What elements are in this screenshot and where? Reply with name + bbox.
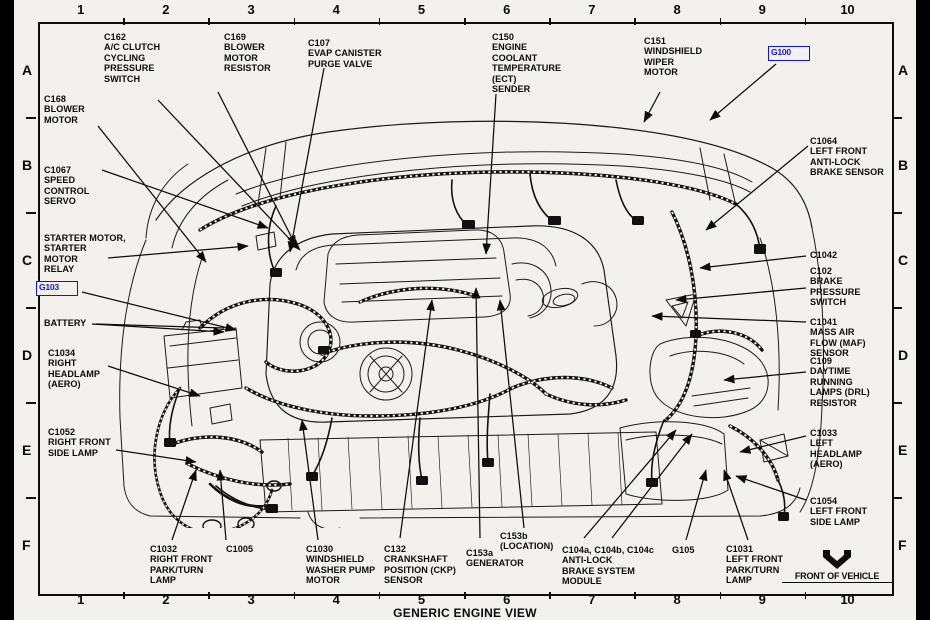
callout-label-c153b[interactable]: C153b (LOCATION) [500,531,554,552]
callout-label-starter[interactable]: STARTER MOTOR, STARTER MOTOR RELAY [44,233,126,275]
callout-label-c104[interactable]: C104a, C104b, C104c ANTI-LOCK BRAKE SYST… [562,545,654,587]
row-marker-F: F [22,536,31,553]
column-marker-8: 8 [673,592,681,607]
column-marker-8: 8 [673,2,681,17]
row-tick [892,402,902,404]
column-marker-7: 7 [588,2,596,17]
column-marker-4: 4 [332,592,340,607]
row-marker-D: D [22,346,33,363]
row-tick [26,117,36,119]
row-tick [892,307,902,309]
column-tick [378,18,381,25]
row-marker-B: B [898,156,909,173]
column-marker-2: 2 [162,2,170,17]
callout-label-c1030[interactable]: C1030 WINDSHIELD WASHER PUMP MOTOR [306,544,376,586]
callout-label-c1042[interactable]: C1042 [810,250,838,260]
engine-bay-illustration [119,120,825,528]
column-tick [549,18,551,25]
row-marker-A: A [898,61,909,78]
row-marker-C: C [898,251,909,268]
callout-label-c153a[interactable]: C153a GENERATOR [466,548,524,569]
callout-label-c1064[interactable]: C1064 LEFT FRONT ANTI-LOCK BRAKE SENSOR [810,136,884,178]
callout-label-c1033[interactable]: C1033 LEFT HEADLAMP (AERO) [810,428,862,470]
row-marker-C: C [22,251,33,268]
column-marker-5: 5 [417,592,425,607]
column-tick [634,18,636,25]
callout-label-c169[interactable]: C169 BLOWER MOTOR RESISTOR [224,32,271,74]
column-marker-1: 1 [77,2,85,17]
column-marker-6: 6 [503,2,511,17]
column-marker-3: 3 [247,592,255,607]
callout-label-g105[interactable]: G105 [672,545,695,555]
callout-label-c150[interactable]: C150 ENGINE COOLANT TEMPERATURE (ECT) SE… [492,32,562,95]
row-tick [892,117,902,119]
chevron-down-arrow-glyph [823,550,851,569]
callout-label-c151[interactable]: C151 WINDSHIELD WIPER MOTOR [644,36,703,78]
row-tick [892,212,902,214]
row-marker-E: E [898,441,908,458]
callout-label-c1052[interactable]: C1052 RIGHT FRONT SIDE LAMP [48,427,111,458]
callout-label-c1041[interactable]: C1041 MASS AIR FLOW (MAF) SENSOR [810,317,866,359]
ground-ref-g103[interactable]: G103 [36,281,78,296]
diagram-caption: GENERIC ENGINE VIEW [393,606,537,620]
chevron-down-arrow-icon [782,548,892,570]
row-tick [26,307,36,309]
front-of-vehicle-label: FRONT OF VEHICLE [782,571,892,583]
row-tick [26,497,36,499]
row-marker-A: A [22,61,33,78]
column-ruler-top: 1 2 3 4 5 6 7 8 9 10 [0,2,930,25]
column-tick [464,18,466,25]
row-marker-E: E [22,441,32,458]
row-tick [26,402,36,404]
column-marker-7: 7 [588,592,596,607]
diagram-frame [38,22,894,596]
callout-label-c102[interactable]: C102 BRAKE PRESSURE SWITCH [810,266,861,308]
callout-label-c109[interactable]: C109 DAYTIME RUNNING LAMPS (DRL) RESISTO… [810,356,870,408]
callout-label-battery[interactable]: BATTERY [44,318,87,328]
row-tick [26,212,36,214]
callout-label-c168[interactable]: C168 BLOWER MOTOR [44,94,85,125]
ground-ref-g100[interactable]: G100 [768,46,810,61]
column-marker-3: 3 [247,2,255,17]
callout-label-c107[interactable]: C107 EVAP CANISTER PURGE VALVE [308,38,382,69]
column-marker-5: 5 [417,2,425,17]
column-tick [123,18,125,25]
callout-label-c1034[interactable]: C1034 RIGHT HEADLAMP (AERO) [48,348,100,390]
callout-label-c1031[interactable]: C1031 LEFT FRONT PARK/TURN LAMP [726,544,784,586]
column-marker-2: 2 [162,592,170,607]
front-of-vehicle-indicator: FRONT OF VEHICLE [782,548,892,583]
row-tick [892,497,902,499]
column-tick [804,18,807,25]
row-marker-F: F [898,536,907,553]
column-marker-4: 4 [332,2,340,17]
callout-label-c1067[interactable]: C1067 SPEED CONTROL SERVO [44,165,90,207]
row-marker-B: B [22,156,33,173]
column-marker-9: 9 [758,592,766,607]
callout-label-c1005[interactable]: C1005 [226,544,254,554]
callout-label-c1032[interactable]: C1032 RIGHT FRONT PARK/TURN LAMP [150,544,213,586]
column-marker-9: 9 [758,2,766,17]
callout-label-c132[interactable]: C132 CRANKSHAFT POSITION (CKP) SENSOR [384,544,456,586]
column-marker-10: 10 [840,2,855,17]
column-tick [208,18,210,25]
column-tick [719,18,722,25]
column-tick [293,18,296,25]
callout-label-c162[interactable]: C162 A/C CLUTCH CYCLING PRESSURE SWITCH [104,32,161,84]
column-marker-1: 1 [77,592,85,607]
column-marker-6: 6 [503,592,511,607]
row-marker-D: D [898,346,909,363]
callout-label-c1054[interactable]: C1054 LEFT FRONT SIDE LAMP [810,496,868,527]
